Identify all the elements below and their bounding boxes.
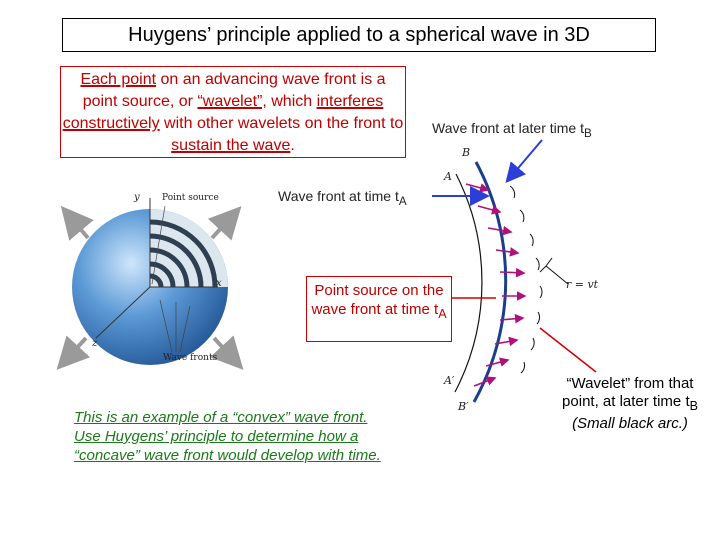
principle-seg-4: which [266,93,317,110]
wavelet-callout: “Wavelet” from that point, at later time… [558,372,702,462]
principle-seg-8: . [290,137,295,154]
spherical-wave-figure: y x z Point source Wave fronts [56,192,244,370]
wavefront-ta-arc [454,173,483,393]
later-label-text: Wave front at later time t [432,120,584,136]
radiating-arrow-icon [209,335,244,370]
principle-seg-2: on an advancing wave front is a point so… [82,71,386,110]
exercise-text: This is an example of a “convex” wave fr… [74,409,381,464]
wavelet-pointer [539,327,597,373]
label-a-prime: A′ [443,374,455,387]
radiating-arrow-icon [60,205,94,241]
point-source-label: Point source [162,193,219,203]
principle-seg-5: interferes constructively [62,93,384,132]
wavefront-at-ta-label: Wave front at time tA [278,188,407,208]
point-source-box: Point source on the wave front at time t… [306,276,452,342]
radiating-arrow-icon [207,206,242,241]
y-axis-label: y [133,192,140,203]
later-label-sub: B [583,126,592,140]
wavelet-line-1: “Wavelet” from that point, at later time… [562,375,694,410]
label-b-prime: B′ [457,400,469,413]
principle-seg-1: Each point [80,71,157,88]
wavelet-sub: B [689,399,698,413]
slide-title: Huygens’ principle applied to a spherica… [62,18,656,52]
label-a: A [443,170,452,183]
at-a-label-text: Wave front at time t [278,188,399,204]
wavefront-tb-arc [472,161,508,403]
x-axis-label: x [216,278,222,289]
huygens-principle-box: Each point on an advancing wave front is… [60,66,406,158]
principle-seg-3: “wavelet”, [197,93,267,110]
cutaway-shells [149,219,218,288]
point-source-box-text: Point source on the wave front at time t [311,282,444,318]
later-wavefront-label: Wave front at later time tB [432,120,592,140]
wavelet-line-2: (Small black arc.) [572,415,688,432]
at-a-label-sub: A [398,194,407,208]
later-wavefront-arrow-icon [505,139,543,184]
radius-label: r = vt [566,278,599,291]
principle-seg-6: with other wavelets on the front to [159,115,404,132]
sphere-cutaway [150,209,228,287]
point-source-box-sub: A [438,307,447,321]
label-b: B [461,146,470,159]
wavelet-small-arcs [509,185,543,374]
radiating-arrow-icon [56,335,91,370]
z-axis-label: z [91,338,98,349]
principle-seg-7: sustain the wave [171,137,291,154]
wave-fronts-label: Wave fronts [163,353,218,363]
